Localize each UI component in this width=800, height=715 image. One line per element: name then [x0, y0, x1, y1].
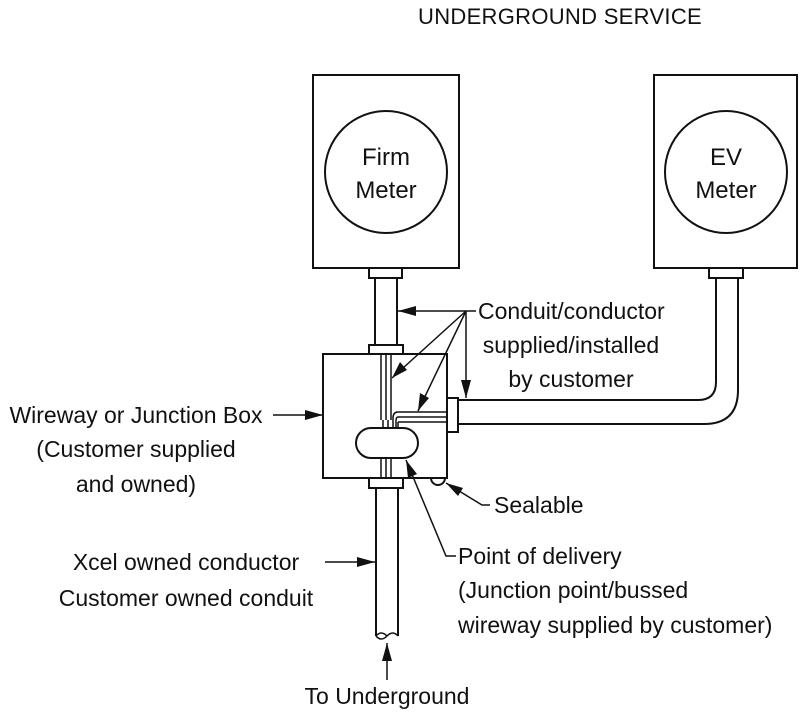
to-underground-leader — [382, 643, 392, 680]
point-of-delivery-label-line1: Point of delivery — [458, 543, 622, 569]
to-underground-label: To Underground — [305, 683, 470, 709]
junction-box-label-line3: and owned) — [76, 471, 196, 497]
ev-meter-dial — [664, 110, 788, 234]
sealable-label: Sealable — [494, 492, 584, 518]
junction-box — [322, 353, 459, 486]
junction-box-side-connector — [446, 397, 459, 433]
junction-point-oval — [355, 427, 419, 459]
ev-meter-collar — [708, 267, 744, 279]
junction-box-label-line1: Wireway or Junction Box — [9, 402, 263, 428]
xcel-conduit-leader — [325, 557, 375, 567]
conduit-customer-label-line3: by customer — [508, 366, 634, 392]
diagram-title: UNDERGROUND SERVICE — [418, 4, 702, 29]
firm-meter-dial — [324, 110, 448, 234]
junction-box-body — [322, 353, 448, 479]
sealable-tab — [429, 477, 447, 486]
junction-box-leader — [273, 410, 323, 420]
conduit-customer-leader — [391, 306, 476, 412]
point-of-delivery-label-line3: wireway supplied by customer) — [457, 612, 772, 638]
junction-box-top-collar — [368, 344, 404, 355]
junction-box-bottom-collar — [368, 477, 404, 489]
firm-meter-label-line1: Firm — [362, 144, 410, 171]
lower-conduit — [368, 477, 404, 640]
ev-meter-label-line1: EV — [710, 144, 742, 171]
junction-box-label-line2: (Customer supplied — [36, 436, 235, 462]
point-of-delivery-leader — [405, 459, 456, 557]
firm-meter: Firm Meter — [312, 74, 460, 269]
ev-meter-conduit — [458, 267, 744, 425]
conduit-customer-label-line2: supplied/installed — [483, 332, 659, 358]
firm-meter-label-line2: Meter — [355, 177, 416, 204]
xcel-conduit-label-line1: Xcel owned conductor — [73, 549, 300, 575]
firm-meter-collar — [368, 267, 403, 279]
ev-meter: EV Meter — [653, 74, 798, 269]
firm-meter-conduit — [368, 267, 404, 355]
ev-meter-label-line2: Meter — [695, 177, 756, 204]
conduit-customer-label-line1: Conduit/conductor — [478, 298, 665, 324]
sealable-leader — [445, 482, 490, 506]
xcel-conduit-label-line2: Customer owned conduit — [59, 585, 314, 611]
point-of-delivery-label-line2: (Junction point/bussed — [458, 577, 688, 603]
